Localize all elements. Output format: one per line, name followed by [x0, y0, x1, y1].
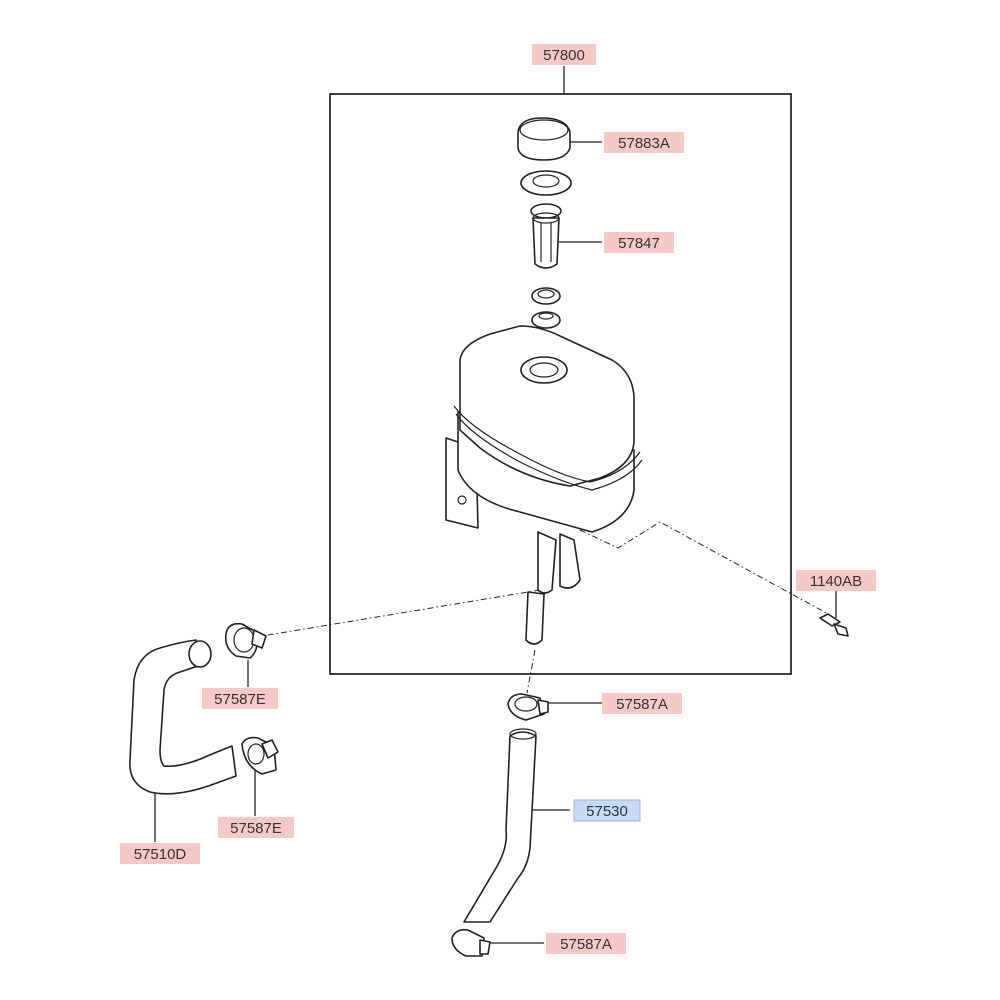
connection-lines — [261, 521, 831, 694]
label-clamp-upper-right[interactable]: 57587A — [602, 693, 682, 714]
label-hose-left[interactable]: 57510D — [120, 843, 200, 864]
clamp-upper-left — [224, 622, 267, 659]
label-bolt[interactable]: 1140AB — [796, 570, 876, 591]
leader-lines — [154, 66, 837, 944]
cap-gasket — [520, 170, 572, 196]
label-clamp-lower-right[interactable]: 57587A — [546, 933, 626, 954]
label-hose-right[interactable]: 57530 — [573, 799, 641, 822]
svg-text:57587E: 57587E — [230, 820, 282, 837]
strainer-seal — [531, 287, 561, 329]
strainer — [530, 203, 562, 269]
svg-text:57587E: 57587E — [214, 691, 266, 708]
assembly-frame — [329, 93, 792, 675]
reservoir-tank — [445, 325, 643, 645]
clamp-upper-right — [507, 693, 549, 721]
svg-text:57587A: 57587A — [560, 936, 612, 953]
svg-text:57883A: 57883A — [618, 135, 670, 152]
svg-text:57510D: 57510D — [134, 846, 187, 863]
hose-right — [463, 728, 537, 923]
mounting-bolt — [819, 613, 849, 637]
svg-text:57847: 57847 — [618, 235, 660, 252]
clamp-lower-right — [451, 928, 491, 957]
label-strainer[interactable]: 57847 — [604, 232, 674, 253]
label-assembly[interactable]: 57800 — [532, 44, 596, 65]
svg-text:57530: 57530 — [586, 803, 628, 820]
clamp-lower-left — [241, 736, 279, 775]
reservoir-cap — [517, 117, 571, 161]
label-clamp-lower-left[interactable]: 57587E — [218, 817, 294, 838]
svg-text:1140AB: 1140AB — [810, 573, 862, 590]
label-clamp-upper-left[interactable]: 57587E — [202, 688, 278, 709]
svg-text:57800: 57800 — [543, 47, 585, 64]
label-cap[interactable]: 57883A — [604, 132, 684, 153]
hose-left — [129, 639, 237, 795]
svg-text:57587A: 57587A — [616, 696, 668, 713]
